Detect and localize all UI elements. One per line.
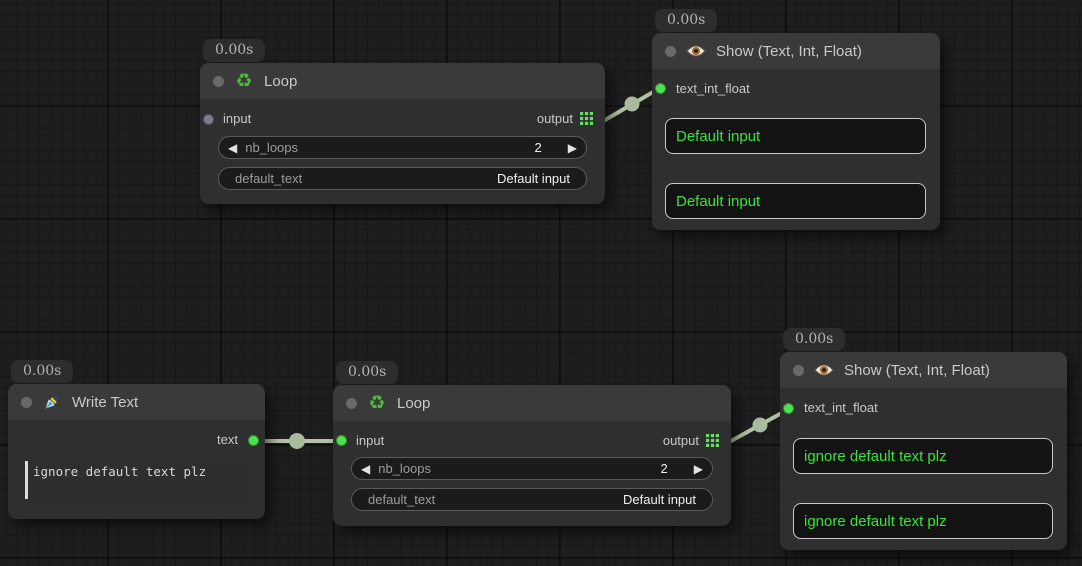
grid-output-port[interactable] (706, 433, 719, 447)
increment-arrow[interactable]: ▶ (693, 461, 703, 476)
collapse-dot[interactable] (793, 364, 804, 376)
input-slot-label: input (356, 432, 385, 448)
exec-time-badge: 0.00s (203, 39, 266, 62)
decrement-arrow[interactable]: ◀ (361, 461, 371, 476)
node-titlebar[interactable]: Show (Text, Int, Float) (780, 352, 1067, 388)
text-input-area[interactable]: ignore default text plz (24, 458, 253, 506)
exec-time-badge: 0.00s (11, 360, 74, 383)
node-write-text[interactable]: 0.00s Write Text text (8, 360, 265, 519)
link-midpoint-dot[interactable] (752, 417, 768, 433)
input-port[interactable] (655, 83, 666, 94)
node-show-bottom[interactable]: 0.00s Show (Text, Int, Float) text_int_f… (780, 328, 1067, 550)
recycle-icon: ♻ (235, 70, 253, 92)
nb-loops-stepper[interactable]: ◀ nb_loops 2 ▶ (351, 457, 713, 480)
increment-arrow[interactable]: ▶ (567, 140, 577, 155)
widget-value: Default input (623, 492, 696, 507)
widget-label: default_text (235, 171, 303, 186)
output-slot-label: text (217, 431, 238, 447)
node-show-top[interactable]: 0.00s Show (Text, Int, Float) text_int_f… (652, 9, 940, 230)
collapse-dot[interactable] (213, 75, 224, 87)
input-slot-label: input (223, 110, 252, 126)
default-text-field[interactable]: default_text Default input (351, 488, 713, 511)
input-slot-label: text_int_float (676, 80, 750, 96)
widget-value: Default input (497, 171, 570, 186)
node-titlebar[interactable]: ♻ Loop (333, 385, 731, 421)
text-caret (25, 461, 28, 499)
grid-output-port[interactable] (580, 111, 593, 125)
recycle-icon: ♻ (368, 392, 386, 414)
decrement-arrow[interactable]: ◀ (228, 140, 238, 155)
nb-loops-stepper[interactable]: ◀ nb_loops 2 ▶ (218, 136, 587, 159)
eye-icon (686, 41, 706, 61)
input-slot-label: text_int_float (804, 399, 878, 415)
node-title: Loop (397, 394, 431, 412)
show-value-box: ignore default text plz (793, 438, 1053, 474)
node-title: Show (Text, Int, Float) (844, 361, 990, 379)
node-title: Loop (264, 72, 298, 90)
exec-time-badge: 0.00s (783, 328, 846, 351)
input-port[interactable] (783, 403, 794, 414)
collapse-dot[interactable] (346, 397, 357, 409)
node-titlebar[interactable]: Show (Text, Int, Float) (652, 33, 940, 69)
collapse-dot[interactable] (665, 45, 676, 57)
widget-value: 2 (660, 461, 668, 476)
textarea-value: ignore default text plz (33, 464, 207, 479)
node-titlebar[interactable]: ♻ Loop (200, 63, 605, 99)
link-midpoint-dot[interactable] (624, 96, 640, 112)
node-title: Show (Text, Int, Float) (716, 42, 862, 60)
node-titlebar[interactable]: Write Text (8, 384, 265, 420)
widget-label: nb_loops (245, 140, 299, 155)
show-value-box: Default input (665, 118, 926, 154)
output-slot-label: output (536, 110, 573, 126)
default-text-field[interactable]: default_text Default input (218, 167, 587, 190)
show-value-box: ignore default text plz (793, 503, 1053, 539)
collapse-dot[interactable] (21, 396, 32, 408)
input-port[interactable] (203, 114, 214, 125)
exec-time-badge: 0.00s (336, 361, 399, 384)
output-slot-label: output (662, 432, 699, 448)
node-loop-bottom[interactable]: 0.00s ♻ Loop input output ◀ nb_loops 2 ▶ (333, 361, 731, 526)
widget-value: 2 (534, 140, 542, 155)
show-value-box: Default input (665, 183, 926, 219)
exec-time-badge: 0.00s (655, 9, 718, 32)
link-midpoint-dot[interactable] (289, 433, 305, 449)
widget-label: default_text (368, 492, 436, 507)
input-port[interactable] (336, 435, 347, 446)
node-loop-top[interactable]: 0.00s ♻ Loop input output ◀ nb_loops 2 ▶ (200, 39, 605, 204)
eye-icon (814, 360, 834, 380)
widget-label: nb_loops (378, 461, 432, 476)
pen-icon (42, 392, 62, 412)
node-title: Write Text (72, 393, 139, 411)
output-port[interactable] (248, 435, 259, 446)
